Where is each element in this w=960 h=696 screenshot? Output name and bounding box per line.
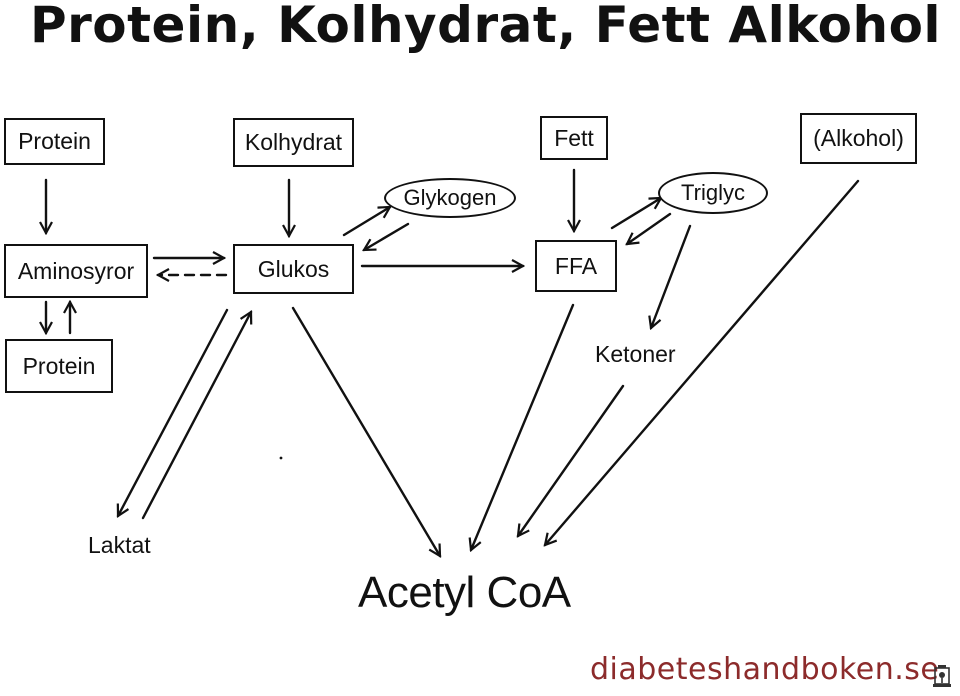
arrow-alkohol-to-acetylcoa bbox=[545, 179, 860, 545]
arrow-triglyc-to-ketoner bbox=[651, 224, 692, 328]
arrow-glukos-to-glykogen bbox=[342, 205, 390, 237]
node-ketoner: Ketoner bbox=[595, 341, 676, 367]
arrow-ffa-to-triglyc bbox=[610, 196, 661, 230]
node-glukos: Glukos bbox=[233, 244, 354, 294]
arrow-ffa-to-acetylcoa bbox=[471, 303, 575, 550]
node-triglyc: Triglyc bbox=[658, 172, 768, 214]
node-laktat: Laktat bbox=[88, 532, 151, 558]
arrow-glukos-to-laktat bbox=[118, 308, 229, 516]
stray-dot bbox=[279, 456, 283, 460]
brand-logo-text: diabeteshandboken.se bbox=[590, 652, 940, 687]
node-alkohol: (Alkohol) bbox=[800, 113, 917, 164]
arrow-glukos-to-acetylcoa bbox=[291, 306, 442, 556]
node-ffa: FFA bbox=[535, 240, 617, 292]
node-fett: Fett bbox=[540, 116, 608, 160]
arrow-ketoner-to-acetylcoa bbox=[518, 384, 625, 536]
arrow-glykogen-to-glukos bbox=[364, 222, 410, 252]
arrow-triglyc-to-ffa bbox=[627, 212, 672, 244]
node-protein-top: Protein bbox=[4, 118, 105, 165]
node-acetyl-coa: Acetyl CoA bbox=[358, 568, 571, 617]
page-title: Protein, Kolhydrat, Fett Alkohol bbox=[30, 0, 942, 54]
node-aminosyror: Aminosyror bbox=[4, 244, 148, 298]
node-protein-bottom: Protein bbox=[5, 339, 113, 393]
node-glykogen: Glykogen bbox=[384, 178, 516, 218]
node-kolhydrat: Kolhydrat bbox=[233, 118, 354, 167]
emblem-icon bbox=[933, 665, 951, 687]
arrow-laktat-to-glukos bbox=[141, 312, 251, 520]
